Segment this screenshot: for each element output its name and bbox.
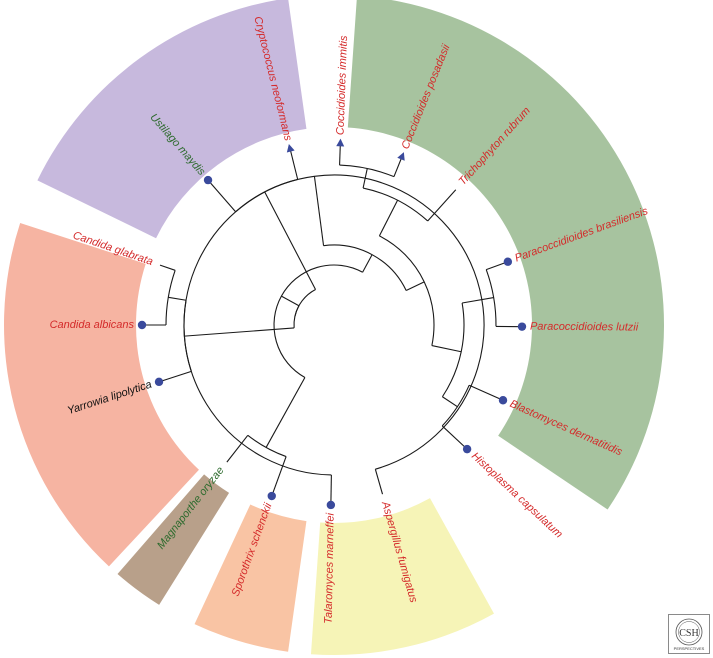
branch-arc-n_cand: [165, 270, 176, 326]
branch-arc-n_para: [485, 269, 497, 327]
branch-n_cocc: [362, 168, 368, 189]
leaf-marker-pbra: [503, 257, 513, 266]
clade-sectors: [3, 0, 664, 655]
clade-sector-eurotiales: [310, 498, 494, 655]
branch-n_ony: [405, 281, 425, 291]
branch-hcap: [441, 425, 468, 450]
branch-n_euro: [313, 176, 325, 246]
logo-subtext: PERSPECTIVES: [674, 646, 705, 651]
leaf-marker-bder: [498, 396, 508, 405]
branch-ylip: [158, 370, 192, 383]
branch-arc-n_euro: [183, 174, 485, 476]
leaf-marker-cneo: [286, 144, 295, 153]
leaf-marker-tmar: [326, 500, 336, 510]
branch-n_sord: [265, 377, 306, 448]
branch-n_basid: [264, 191, 317, 290]
leaf-marker-plut: [517, 322, 527, 331]
branch-arc-n_sord: [247, 434, 287, 458]
leaf-marker-cpos: [397, 152, 405, 161]
leaf-markers: [137, 138, 527, 510]
leaf-marker-calb: [137, 320, 147, 330]
branch-arc-n_pa: [441, 302, 465, 398]
clade-sector-sporothrix: [194, 504, 307, 652]
branch-tmar: [330, 474, 332, 505]
branch-cneo: [289, 148, 299, 180]
branch-arc-n_pezi: [273, 264, 363, 378]
logo-text: CSH: [679, 628, 698, 639]
branch-arc-n_basid: [235, 178, 298, 213]
branch-arc-n_cocc: [339, 164, 395, 178]
branch-afum: [374, 469, 384, 495]
leaf-marker-cimm: [336, 138, 345, 147]
branch-arc-n_ajel: [441, 384, 470, 427]
leaf-marker-ylip: [154, 377, 164, 387]
branch-n_ajel: [442, 396, 458, 408]
branch-n_pezi: [281, 295, 300, 307]
leaf-label-cimm: Coccidioides immitis: [335, 35, 350, 135]
branch-arc-root: [294, 289, 316, 317]
leaf-marker-ssch: [267, 491, 276, 501]
branch-arc-n_asco: [293, 305, 300, 329]
clade-sector-magnaporthe: [117, 474, 230, 605]
branch-bder: [468, 384, 504, 401]
branch-arc-n_eurony: [323, 244, 407, 291]
branch-n_cand: [168, 296, 187, 301]
branch-umay: [207, 179, 237, 213]
branch-arc-n_c1: [362, 187, 429, 222]
leaf-label-plut: Paracoccidioides lutzii: [530, 321, 639, 334]
branch-n_pa: [431, 345, 462, 353]
branch-arc-n_ony: [379, 235, 435, 346]
branch-n_sacc: [184, 327, 295, 337]
leaf-marker-hcap: [462, 444, 472, 454]
tree-branches: [142, 143, 522, 505]
branch-n_para: [462, 297, 494, 304]
leaf-label-calb: Candida albicans: [50, 319, 135, 331]
branch-cgla: [159, 264, 176, 271]
branch-n_eurony: [362, 254, 373, 273]
clade-sector-onygenales: [347, 0, 664, 510]
clade-sector-saccharomycetes: [3, 223, 199, 567]
branch-ssch: [271, 456, 287, 497]
csh-perspectives-logo: CSH PERSPECTIVES: [668, 614, 710, 654]
branch-mory: [226, 434, 249, 463]
branch-cpos: [393, 156, 403, 177]
branch-cimm: [339, 143, 341, 166]
leaf-marker-umay: [203, 175, 213, 185]
branch-trub: [427, 189, 457, 222]
logo-seal: CSH PERSPECTIVES: [674, 618, 705, 651]
leaf-label-tmar: Talaromyces marneffei: [323, 512, 337, 624]
clade-sector-tremellomycetes-ustilago: [37, 0, 307, 239]
branch-n_c1: [378, 200, 399, 237]
